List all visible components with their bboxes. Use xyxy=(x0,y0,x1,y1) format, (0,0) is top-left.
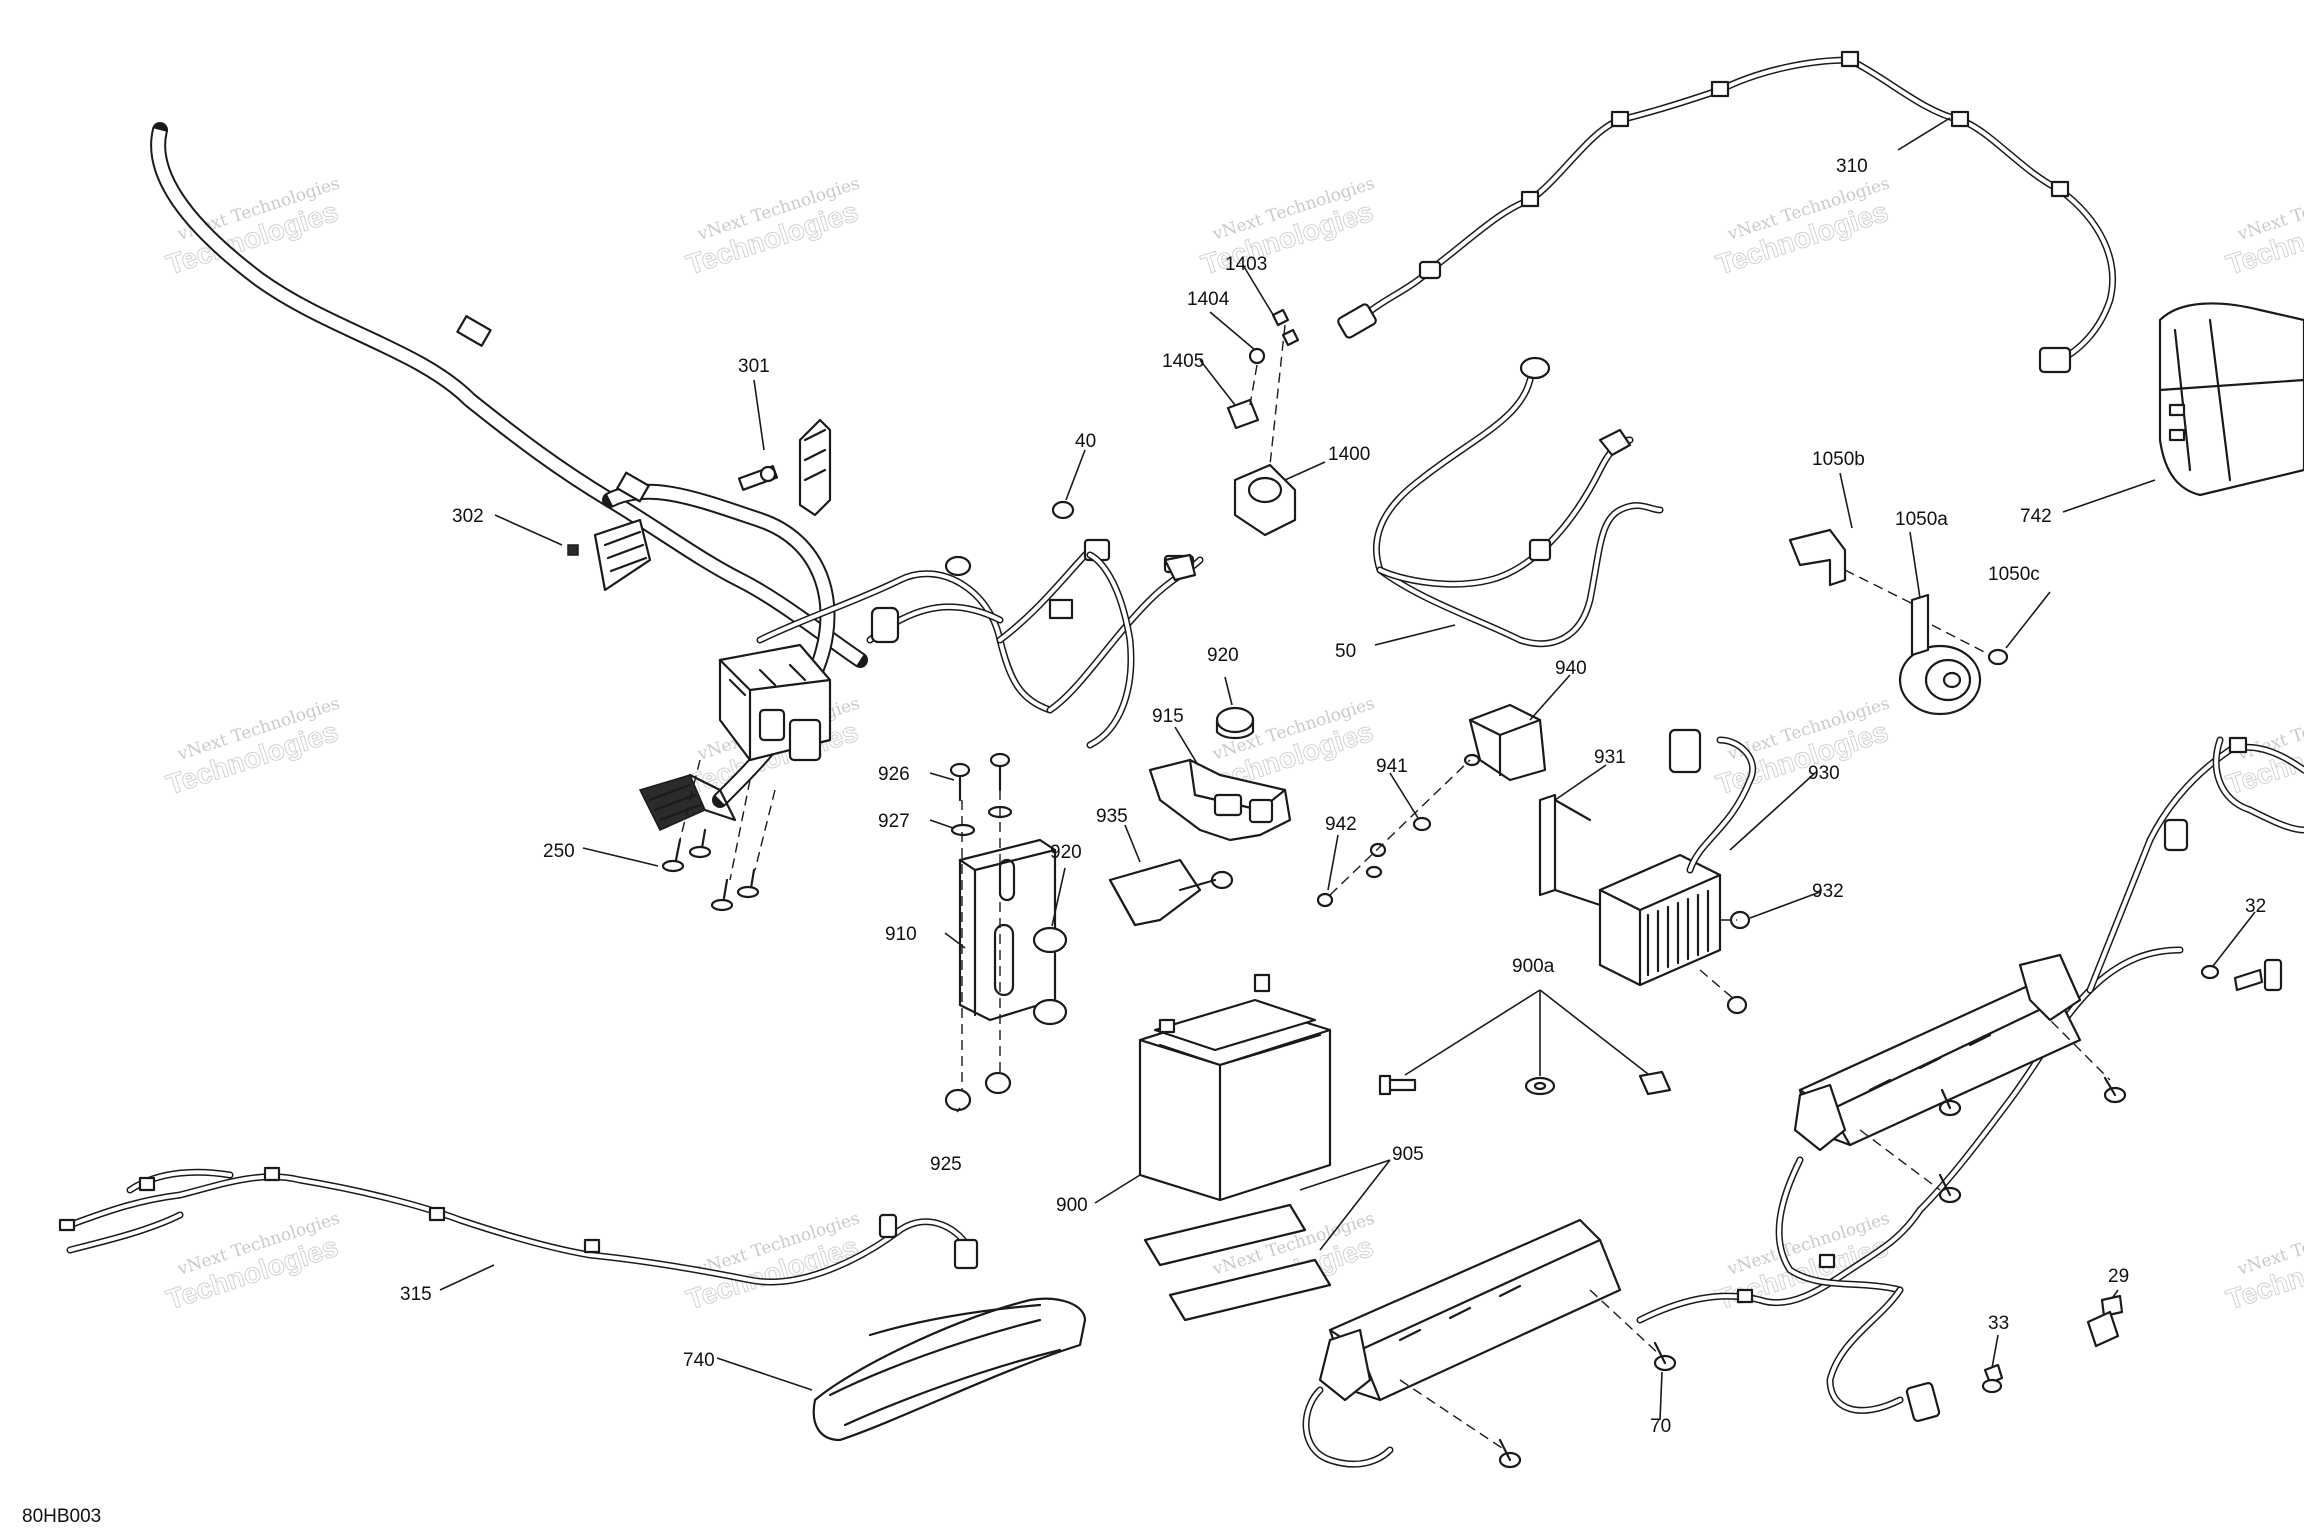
callout-301: 301 xyxy=(738,356,770,377)
callout-927: 927 xyxy=(878,811,910,832)
callout-1400: 1400 xyxy=(1328,444,1370,465)
fuse-box xyxy=(718,643,832,762)
callout-940: 940 xyxy=(1555,658,1587,679)
callout-920-top: 920 xyxy=(1207,645,1239,666)
callout-40: 40 xyxy=(1075,431,1096,452)
tail-light-740 xyxy=(812,1297,1087,1442)
headlight-742 xyxy=(2158,302,2304,497)
callout-900a: 900a xyxy=(1512,956,1555,977)
watermark: vNext Technologies Technologies xyxy=(162,174,342,281)
bolt xyxy=(1653,1341,1677,1372)
watermark: vNext Technologies Technologies xyxy=(2222,1209,2304,1316)
callout-941: 941 xyxy=(1376,756,1408,777)
callout-942: 942 xyxy=(1325,814,1357,835)
callout-900: 900 xyxy=(1056,1195,1088,1216)
callout-932: 932 xyxy=(1812,881,1844,902)
callout-925: 925 xyxy=(930,1154,962,1175)
harness-315 xyxy=(58,1166,979,1286)
callout-labels: 301 302 250 40 1403 1404 1405 1400 310 7… xyxy=(22,156,2266,1527)
callout-32: 32 xyxy=(2245,896,2266,917)
figure-code: 80HB003 xyxy=(22,1506,101,1527)
callout-931: 931 xyxy=(1594,747,1626,768)
watermark: vNext Technologies Technologies xyxy=(1712,174,1892,281)
callout-926: 926 xyxy=(878,764,910,785)
callout-915: 915 xyxy=(1152,706,1184,727)
bolts-250 xyxy=(661,759,776,912)
relay-1400 xyxy=(1226,308,1300,537)
bracket-301 xyxy=(737,418,832,517)
battery-900 xyxy=(1138,973,1332,1202)
callout-29: 29 xyxy=(2108,1266,2129,1287)
connector-block-302 xyxy=(567,518,652,592)
fasteners-lower-right xyxy=(1399,958,2283,1469)
callout-1050a: 1050a xyxy=(1895,509,1948,530)
callout-50: 50 xyxy=(1335,641,1356,662)
bolt xyxy=(1938,1088,1962,1117)
callout-930: 930 xyxy=(1808,763,1840,784)
pads-905 xyxy=(1143,1203,1332,1322)
callout-920-mid: 920 xyxy=(1050,842,1082,863)
callout-33: 33 xyxy=(1988,1313,2009,1334)
hardware-900a xyxy=(1378,1070,1672,1096)
watermark: vNext Technologies Technologies xyxy=(1197,174,1377,281)
harness-310 xyxy=(1337,50,2117,374)
bracket-935 xyxy=(1108,858,1234,927)
bolt xyxy=(1498,1438,1522,1469)
callout-1403: 1403 xyxy=(1225,254,1267,275)
callout-740: 740 xyxy=(683,1350,715,1371)
watermark: vNext Technologies Technologies xyxy=(162,1209,342,1316)
watermark: vNext Technologies Technologies xyxy=(682,174,862,281)
callout-302: 302 xyxy=(452,506,484,527)
rail-upper xyxy=(1793,953,2082,1152)
callout-742: 742 xyxy=(2020,506,2052,527)
callout-910: 910 xyxy=(885,924,917,945)
callout-310: 310 xyxy=(1836,156,1868,177)
harness-lower-right xyxy=(1302,736,2304,1468)
callout-1404: 1404 xyxy=(1187,289,1230,310)
sensor-940 xyxy=(1316,703,1547,908)
regulator-930 xyxy=(1538,728,1757,1015)
callout-1050c: 1050c xyxy=(1988,564,2040,585)
bolt xyxy=(661,838,685,873)
leader-lines xyxy=(439,117,2256,1421)
watermark: vNext Technologies Technologies xyxy=(2222,174,2304,281)
bolt xyxy=(1938,1173,1962,1204)
rail-lower xyxy=(1318,1218,1622,1402)
horn-1050 xyxy=(1788,528,2009,716)
battery-cable-50 xyxy=(1372,356,1664,648)
bolt xyxy=(736,868,760,899)
bolt xyxy=(688,828,712,859)
ecu-connector xyxy=(638,773,737,831)
callout-1050b: 1050b xyxy=(1812,449,1865,470)
callout-70: 70 xyxy=(1650,1416,1671,1437)
watermark: vNext Technologies Technologies xyxy=(162,694,342,801)
ground-wire-40 xyxy=(944,500,1197,749)
callout-935: 935 xyxy=(1096,806,1128,827)
callout-1405: 1405 xyxy=(1162,351,1204,372)
callout-905: 905 xyxy=(1392,1144,1424,1165)
bolt xyxy=(710,878,734,912)
mount-plate-910 xyxy=(944,752,1068,1112)
callout-315: 315 xyxy=(400,1284,432,1305)
callout-250: 250 xyxy=(543,841,575,862)
bracket-915 xyxy=(1148,706,1292,842)
